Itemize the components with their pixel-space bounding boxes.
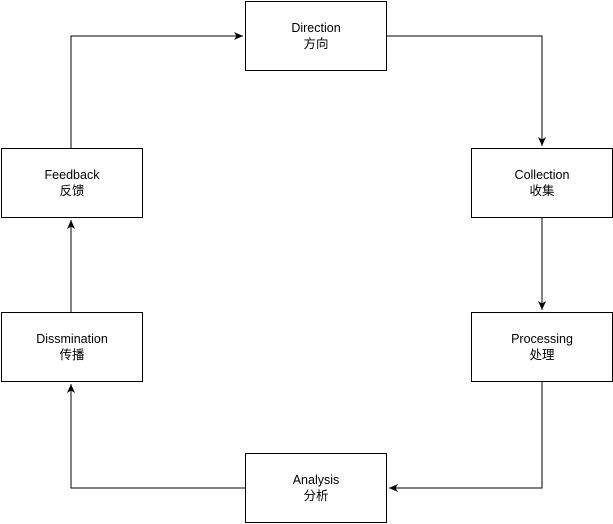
node-direction[interactable]: Direction 方向 (245, 1, 387, 71)
arrow-analysis-to-dissemination (67, 384, 245, 489)
arrow-feedback-to-direction (70, 32, 243, 148)
node-analysis-label-en: Analysis (292, 473, 340, 487)
node-feedback-label-zh: 反馈 (59, 183, 85, 198)
node-direction-label-en: Direction (291, 21, 341, 35)
node-collection-label-zh: 收集 (529, 183, 555, 198)
node-processing-label-en: Processing (511, 332, 573, 346)
node-dissemination[interactable]: Dissmination 传播 (1, 312, 143, 382)
node-processing[interactable]: Processing 处理 (471, 312, 613, 382)
node-collection[interactable]: Collection 收集 (471, 148, 613, 218)
node-feedback[interactable]: Feedback 反馈 (1, 148, 143, 218)
node-dissemination-label-zh: 传播 (59, 347, 85, 362)
node-collection-label-en: Collection (514, 168, 570, 182)
node-direction-label-zh: 方向 (303, 36, 329, 51)
node-dissemination-label-en: Dissmination (36, 332, 108, 346)
node-analysis-label-zh: 分析 (303, 488, 329, 503)
node-processing-label-zh: 处理 (529, 347, 555, 362)
node-analysis[interactable]: Analysis 分析 (245, 453, 387, 523)
arrow-direction-to-collection (387, 35, 546, 146)
node-feedback-label-en: Feedback (44, 168, 100, 182)
arrow-processing-to-analysis (389, 382, 543, 492)
